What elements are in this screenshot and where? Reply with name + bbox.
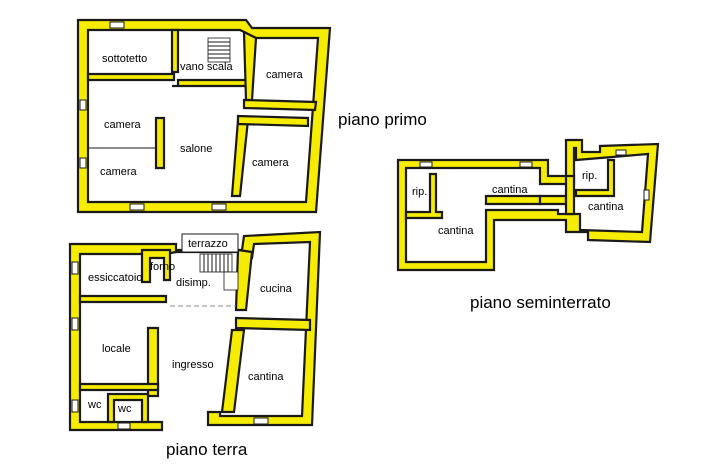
terra-outer-wall: [68, 230, 322, 432]
primo-wall-camera-e: [230, 118, 250, 198]
room-label-salone: salone: [180, 143, 212, 155]
primo-wall-scala: [172, 78, 252, 88]
primo-wall-camera-split-w: [154, 116, 166, 170]
terra-wall-cucina-bottom: [234, 316, 312, 332]
room-label-rip-1: rip.: [412, 186, 427, 198]
terra-staircase-icon: [199, 253, 239, 291]
room-label-camera-w2: camera: [100, 166, 138, 178]
seminterrato-wall-right-core: [564, 174, 576, 216]
terrazzo-frame: [181, 233, 239, 253]
piano-primo-plan: sottotetto vano scala camera camera salo…: [76, 18, 427, 214]
terra-wall-essiccatoio: [78, 294, 168, 304]
terra-wall-forno: [140, 248, 172, 284]
primo-wall-camera-split: [242, 98, 318, 112]
floor-title-terra: piano terra: [166, 440, 248, 459]
primo-staircase-icon: [207, 37, 231, 63]
room-label-sottotetto: sottotetto: [102, 53, 147, 65]
seminterrato-wall-cantina-mid: [484, 194, 542, 206]
room-label-cantina-right: cantina: [588, 201, 624, 213]
room-label-cucina: cucina: [260, 283, 293, 295]
seminterrato-wall-link: [538, 194, 568, 206]
room-label-vano-scala: vano scala: [180, 61, 233, 73]
floor-title-primo: piano primo: [338, 110, 427, 129]
piano-seminterrato-plan: rip. cantina cantina rip. cantina piano …: [396, 138, 660, 312]
room-label-locale: locale: [102, 343, 131, 355]
seminterrato-wall-rip-1: [404, 172, 444, 220]
room-label-wc-2: wc: [117, 403, 132, 415]
primo-wall-camera-e-top: [236, 114, 310, 128]
room-label-essiccatoio: essiccatoio: [88, 272, 142, 284]
seminterrato-wall-rip-2: [574, 158, 616, 198]
terra-wall-wc: [78, 382, 160, 424]
room-label-cantina-main: cantina: [438, 225, 474, 237]
room-label-rip-2: rip.: [582, 170, 597, 182]
terra-wall-cantina: [220, 328, 246, 414]
room-label-camera-w1: camera: [104, 119, 142, 131]
room-label-cantina-mid: cantina: [492, 184, 528, 196]
room-label-forno: forno: [150, 261, 175, 273]
room-label-camera-e: camera: [252, 157, 290, 169]
primo-outer-wall: [76, 18, 332, 214]
floor-title-seminterrato: piano seminterrato: [470, 293, 611, 312]
room-label-disimp: disimp.: [176, 277, 211, 289]
room-label-ingresso: ingresso: [172, 359, 214, 371]
room-label-wc-1: wc: [87, 399, 102, 411]
piano-terra-plan: terrazzo forno essiccatoio disimp. cucin…: [68, 230, 322, 459]
primo-wall-east-core: [242, 30, 258, 102]
terra-wall-locale: [146, 326, 160, 398]
room-label-cantina-terra: cantina: [248, 371, 284, 383]
room-label-camera-ne: camera: [266, 69, 304, 81]
room-label-terrazzo: terrazzo: [188, 238, 228, 250]
primo-wall-sottotetto: [86, 28, 180, 82]
